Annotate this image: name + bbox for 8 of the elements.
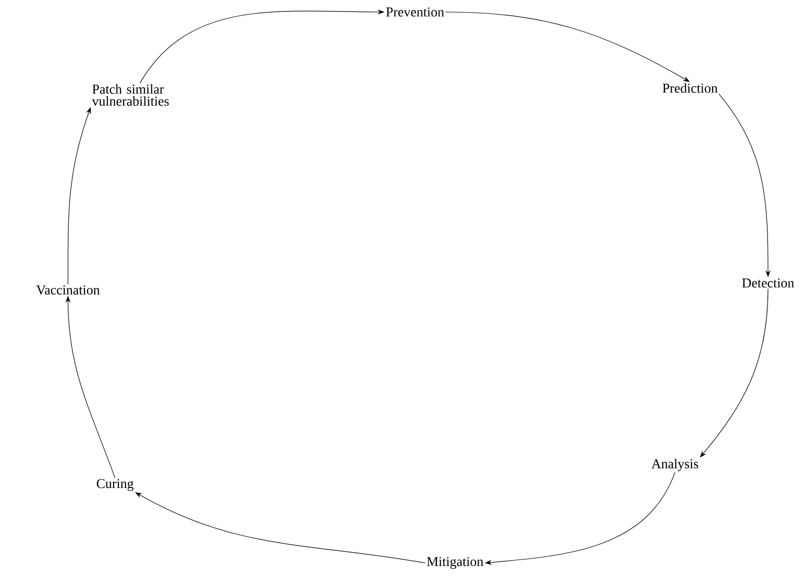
node-label: Analysis (652, 458, 698, 472)
node-label: Prediction (662, 83, 718, 93)
node-label: Vaccination (36, 285, 100, 295)
node-label: Curing (96, 479, 134, 491)
node-label: Detection (742, 278, 794, 288)
node-label: Mitigation (426, 557, 484, 569)
node-label: Patch similar vulnerabilities (92, 84, 169, 106)
node-label: Prevention (386, 7, 444, 17)
